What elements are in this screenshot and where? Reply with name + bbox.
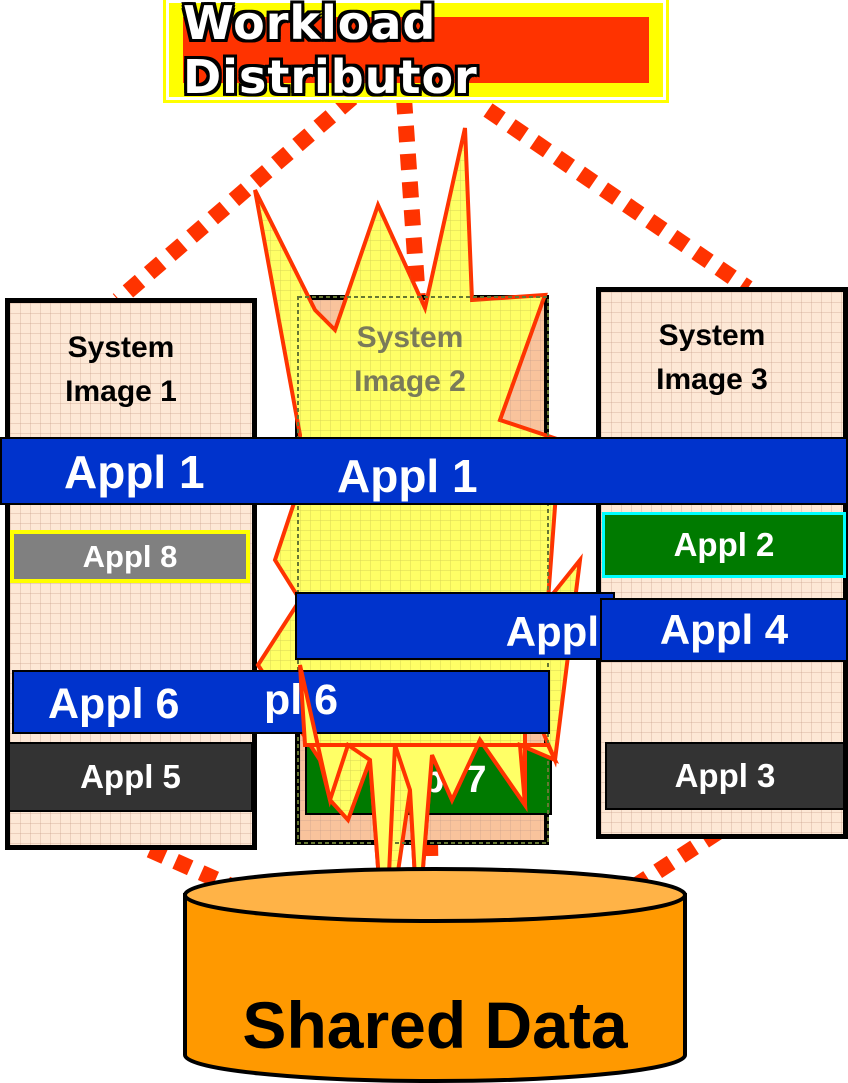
system-image-2-label-line1: System: [356, 321, 464, 354]
connector-distributor-to-system2: [396, 97, 426, 301]
explosion-spike-lower-left: [298, 664, 560, 961]
workload-distributor: Workload Distributor: [163, 0, 669, 104]
system-image-3-label: System Image 3: [596, 314, 828, 402]
appl-5-bar: Appl 5: [8, 742, 253, 812]
appl-4-label-system2: Appl: [505, 608, 599, 655]
appl-1-label-system2: Appl 1: [337, 450, 478, 502]
shared-data-label: Shared Data: [242, 988, 628, 1062]
connector-distributor-to-system3: [483, 103, 753, 295]
workload-distributor-label: Workload Distributor: [183, 0, 478, 104]
cylinder-top: [183, 867, 687, 923]
cylinder-body: [183, 893, 687, 1083]
system-image-1-label-line1: System: [67, 331, 175, 364]
system-image-2-label-line2: Image 2: [354, 365, 466, 398]
system-image-1-label-line2: Image 1: [65, 375, 177, 408]
appl-2-bar: Appl 2: [602, 512, 846, 578]
appl-8-label: Appl 8: [82, 538, 178, 574]
connector-distributor-to-system1: [112, 91, 358, 307]
system-image-3-label-line1: System: [658, 319, 766, 352]
appl-1-bar: Appl 1 Appl 1: [0, 437, 848, 505]
appl-4-label-system3: Appl 4: [659, 606, 789, 653]
appl-6-bar: Appl 6 pl 6: [12, 670, 550, 734]
appl-2-label: Appl 2: [673, 526, 775, 563]
appl-4-bar-system3: Appl 4: [600, 598, 848, 662]
appl-8-bar: Appl 8: [10, 530, 250, 583]
appl-6-label-system1: Appl 6: [48, 680, 180, 728]
appl-3-bar: Appl 3: [605, 742, 845, 810]
system-image-2-label: System Image 2: [296, 316, 524, 404]
appl-4-bar-system2: Appl: [295, 592, 615, 660]
appl-1-label-system1: Appl 1: [64, 446, 205, 498]
appl-5-label: Appl 5: [80, 758, 181, 795]
system-image-1-label: System Image 1: [5, 326, 237, 414]
appl-3-label: Appl 3: [674, 757, 776, 794]
system-image-3-label-line2: Image 3: [656, 363, 768, 396]
workload-distributor-banner: Workload Distributor: [183, 0, 649, 104]
